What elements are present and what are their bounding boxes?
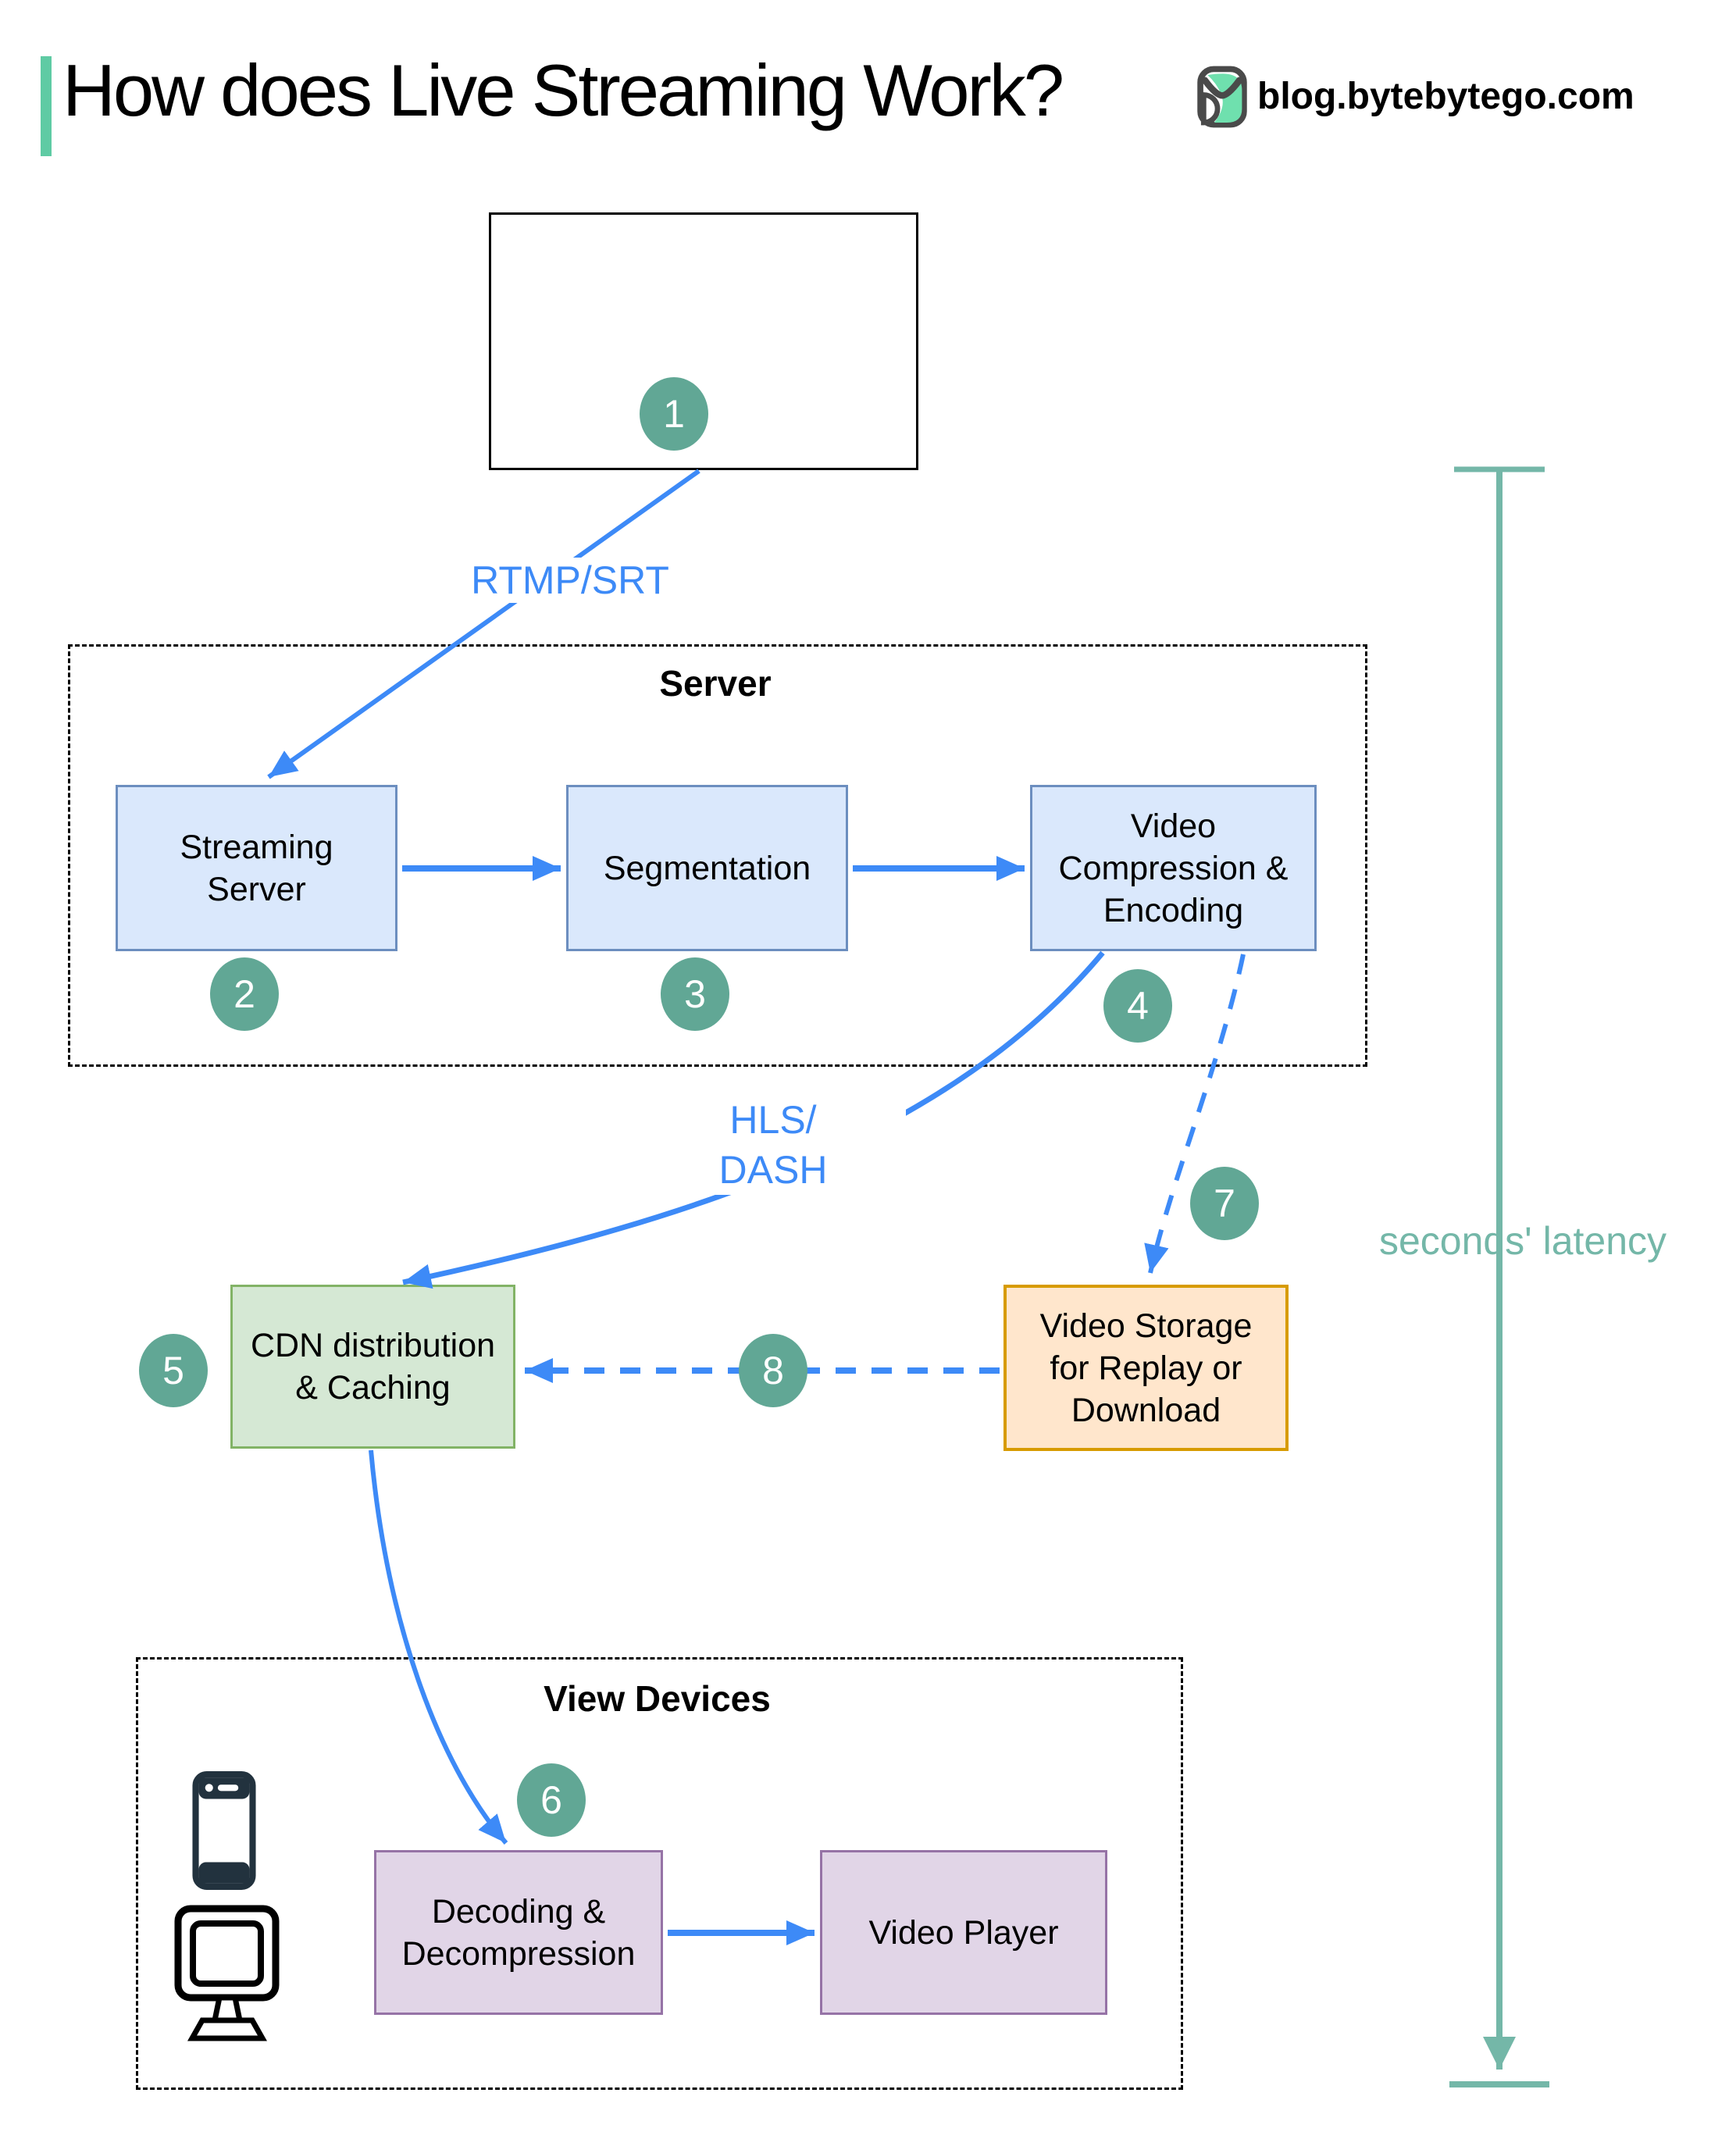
rtmp-srt-edge-label: RTMP/SRT: [414, 558, 726, 603]
page-title: How does Live Streaming Work?: [62, 49, 1064, 131]
hls-dash-edge-label: HLS/ DASH: [640, 1095, 906, 1195]
decoding-node: Decoding & Decompression: [374, 1850, 663, 2015]
step-badge-1: 1: [640, 377, 708, 451]
video-player-node: Video Player: [820, 1850, 1107, 2015]
step-badge-5: 5: [139, 1334, 208, 1407]
video-compression-node: Video Compression & Encoding: [1030, 785, 1317, 951]
segmentation-node: Segmentation: [566, 785, 848, 951]
video-storage-node: Video Storage for Replay or Download: [1003, 1285, 1289, 1451]
hls-label-line1: HLS/: [729, 1098, 817, 1142]
bytebytego-logo: [1197, 66, 1247, 128]
view-devices-group-box: [136, 1657, 1183, 2090]
hls-label-line2: DASH: [718, 1148, 828, 1192]
step-badge-4: 4: [1103, 969, 1172, 1043]
step-badge-7: 7: [1190, 1167, 1259, 1240]
title-accent-bar: [41, 56, 52, 156]
site-url: blog.bytebytego.com: [1257, 76, 1634, 117]
step-badge-3: 3: [661, 957, 729, 1031]
view-devices-group-label: View Devices: [544, 1678, 771, 1719]
smartphone-icon: [192, 1771, 256, 1890]
desktop-monitor-icon: [174, 1905, 280, 2041]
step-badge-8: 8: [739, 1334, 807, 1407]
cdn-node: CDN distribution & Caching: [230, 1285, 515, 1449]
latency-label: seconds' latency: [1378, 1219, 1667, 1263]
step-badge-6: 6: [517, 1763, 586, 1837]
server-group-label: Server: [659, 663, 772, 704]
step-badge-2: 2: [210, 957, 279, 1031]
streaming-server-node: Streaming Server: [116, 785, 397, 951]
